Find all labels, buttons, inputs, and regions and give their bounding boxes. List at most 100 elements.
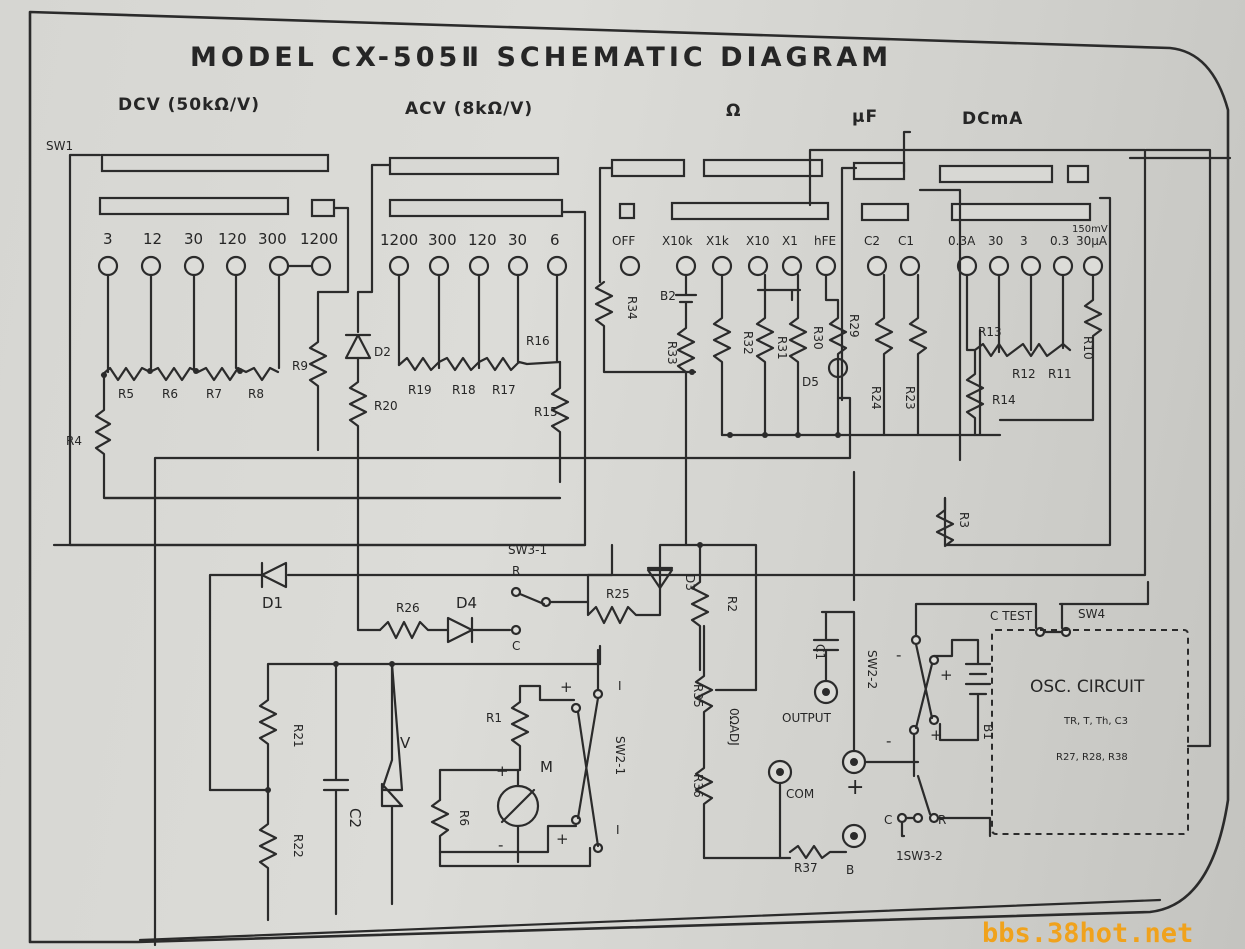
ohm-range-labels: OFF X10k X1k X10 X1 hFE — [612, 234, 836, 248]
label-r13: R13 — [978, 325, 1002, 339]
terminal-ohm-off — [619, 255, 641, 277]
dcma-switch-bar-bottom — [950, 202, 1092, 222]
acv-range-1200: 1200 — [380, 231, 418, 249]
terminal-acv-120 — [468, 255, 490, 277]
dcv-range-30: 30 — [184, 230, 203, 248]
uf-dcma-network — [840, 130, 1103, 548]
osc-circuit-line1: TR, T, Th, C3 — [1063, 716, 1128, 727]
ohm-switch-bar-a — [610, 158, 686, 178]
label-d2: D2 — [374, 345, 391, 359]
label-r32: R32 — [741, 331, 755, 355]
terminal-ohm-x10 — [747, 255, 769, 277]
dcv-contact — [310, 198, 336, 218]
uf-switch-bar-top — [852, 161, 906, 181]
dcma-range-0.3a: 0.3A — [948, 234, 976, 248]
terminal-dcv-120 — [225, 255, 247, 277]
label-r22: R22 — [291, 834, 305, 858]
label-r4: R4 — [66, 434, 82, 448]
label-com: COM — [786, 787, 814, 801]
page-border — [28, 10, 1230, 944]
terminal-dcma-0.3 — [1052, 255, 1074, 277]
label-b1: B1 — [981, 724, 995, 740]
terminal-ohm-x1 — [781, 255, 803, 277]
label-sw-r: R — [512, 564, 520, 578]
terminal-uf-c1 — [899, 255, 921, 277]
acv-range-labels: 1200 300 120 30 6 — [380, 231, 560, 249]
label-c-test: C TEST — [990, 609, 1033, 623]
ohm-range-x10: X10 — [746, 234, 770, 248]
label-r3: R3 — [957, 512, 971, 528]
label-r34: R34 — [625, 296, 639, 320]
acv-switch-bar-top — [388, 156, 560, 176]
terminal-dcv-30 — [183, 255, 205, 277]
acv-range-6: 6 — [550, 231, 560, 249]
label-r24: R24 — [869, 386, 883, 410]
header-dcv: DCV (50kΩ/V) — [118, 95, 260, 115]
lower-left-network — [138, 661, 1162, 942]
dcma-switch-bar-top — [938, 164, 1054, 184]
switch-sw3-region — [260, 542, 758, 692]
label-r29: R29 — [847, 314, 861, 338]
terminal-acv-6 — [546, 255, 568, 277]
label-r15: R15 — [534, 405, 558, 419]
label-r8: R8 — [248, 387, 264, 401]
meter-plus: + — [496, 762, 509, 780]
terminal-dcv-12 — [140, 255, 162, 277]
ohm-range-x1k: X1k — [706, 234, 729, 248]
sw1-label: SW1 — [46, 139, 73, 153]
terminal-dcv-300 — [268, 255, 290, 277]
ohm-range-hfe: hFE — [814, 234, 836, 248]
label-sw3-2-r: R — [938, 813, 946, 827]
label-output: OUTPUT — [782, 711, 832, 725]
label-r31: R31 — [775, 336, 789, 360]
dcma-range-labels: 0.3A 30 3 0.3 30µA 150mV — [948, 224, 1108, 248]
label-sw-c: C — [512, 639, 520, 653]
label-r19: R19 — [408, 383, 432, 397]
label-ohm-adj: 0ΩADJ — [727, 708, 741, 746]
label-d4: D4 — [456, 594, 477, 612]
ohm-range-x1: X1 — [782, 234, 798, 248]
zero-adjust — [694, 624, 848, 860]
ohm-off-contact — [618, 202, 636, 220]
ohm-range-off: OFF — [612, 234, 635, 248]
terminal-dcv-1200 — [310, 255, 332, 277]
label-r37: R37 — [794, 861, 818, 875]
terminal-acv-1200 — [388, 255, 410, 277]
label-r9: R9 — [292, 359, 308, 373]
dcma-range-3: 3 — [1020, 234, 1028, 248]
header-acv: ACV (8kΩ/V) — [405, 99, 533, 119]
ohm-switch-bar-bottom — [670, 201, 830, 221]
label-v: V — [400, 734, 411, 752]
label-r1: R1 — [486, 711, 502, 725]
label-r33: R33 — [665, 341, 679, 365]
label-r5: R5 — [118, 387, 134, 401]
label-d1: D1 — [262, 594, 283, 612]
acv-network — [344, 163, 570, 632]
dcv-range-1200: 1200 — [300, 230, 338, 248]
acv-range-120: 120 — [468, 231, 497, 249]
uf-switch-bar-bottom — [860, 202, 910, 222]
label-sw2-2: SW2-2 — [865, 650, 879, 689]
dcma-range-30: 30 — [988, 234, 1003, 248]
dcma-range-0.3: 0.3 — [1050, 234, 1069, 248]
terminal-acv-30 — [507, 255, 529, 277]
label-d3: D3 — [683, 574, 697, 591]
osc-section — [896, 148, 1212, 838]
dcv-range-12: 12 — [143, 230, 162, 248]
terminal-dcv-3 — [97, 255, 119, 277]
label-r14: R14 — [992, 393, 1016, 407]
label-r36: R36 — [691, 774, 705, 798]
label-d5: D5 — [802, 375, 819, 389]
terminal-dcma-30ua — [1082, 255, 1104, 277]
label-r12: R12 — [1012, 367, 1036, 381]
jacks — [767, 470, 920, 860]
label-r23: R23 — [903, 386, 917, 410]
dcv-range-labels: 3 12 30 120 300 1200 — [103, 230, 338, 248]
label-sw3-1: SW3-1 — [508, 543, 547, 557]
label-r7: R7 — [206, 387, 222, 401]
dcma-range-150mv: 150mV — [1072, 224, 1108, 235]
terminal-dcma-30 — [988, 255, 1010, 277]
sw2-1-pos-bottom: I — [616, 823, 620, 837]
